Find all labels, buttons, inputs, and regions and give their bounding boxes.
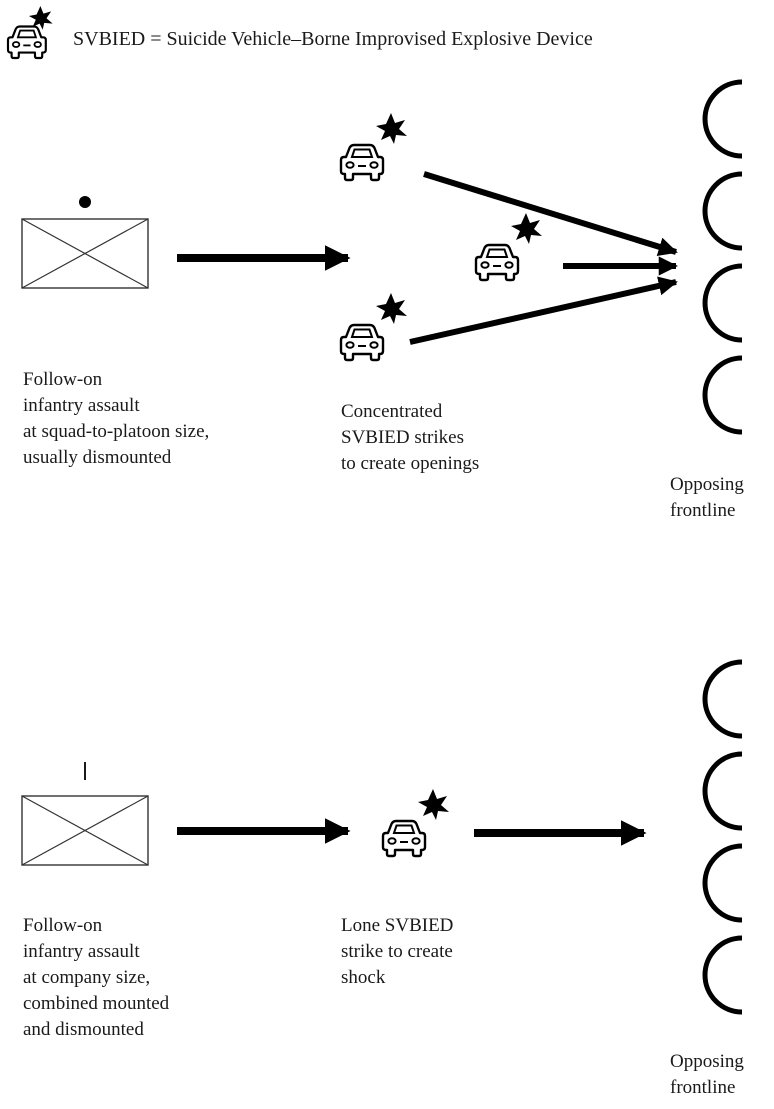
infantry-unit-symbol xyxy=(21,218,149,289)
strike-label-line: Concentrated xyxy=(341,401,443,422)
unit-label-line: Follow-on xyxy=(23,369,103,390)
opposing-frontline-bottom xyxy=(702,659,743,1015)
strike-label-line: shock xyxy=(341,967,386,988)
strike-label: Lone SVBIED strike to create shock xyxy=(341,913,453,991)
infantry-unit-symbol xyxy=(21,795,149,866)
strike-label-line: strike to create xyxy=(341,941,453,962)
unit-label-line: at squad-to-platoon size, xyxy=(23,421,210,442)
strike-label: Concentrated SVBIED strikes to create op… xyxy=(341,399,479,477)
squad-platoon-echelon-dot xyxy=(79,196,91,208)
frontline-label-line: frontline xyxy=(670,500,736,521)
svbied-icon-2 xyxy=(474,213,542,282)
frontline-label-line: Opposing xyxy=(670,474,744,495)
legend-text: SVBIED = Suicide Vehicle–Borne Improvise… xyxy=(73,28,593,50)
unit-label: Follow-on infantry assault at squad-to-p… xyxy=(23,367,209,471)
unit-label-line: usually dismounted xyxy=(23,447,172,468)
svbied-icon-3 xyxy=(339,293,407,362)
unit-label-line: infantry assault xyxy=(23,941,140,962)
unit-label-line: at company size, xyxy=(23,967,151,988)
unit-label-line: Follow-on xyxy=(23,915,103,936)
legend-svbied-icon xyxy=(6,6,53,60)
frontline-label: Opposing frontline xyxy=(670,1049,744,1101)
frontline-label-line: frontline xyxy=(670,1077,736,1098)
strike-label-line: Lone SVBIED xyxy=(341,915,454,936)
svbied-icon xyxy=(381,789,449,858)
strike-arrow-1 xyxy=(423,171,678,257)
opposing-frontline-top xyxy=(702,79,743,435)
unit-label-line: and dismounted xyxy=(23,1019,144,1040)
strike-arrow-3 xyxy=(409,276,678,345)
frontline-label: Opposing frontline xyxy=(670,472,744,524)
unit-label: Follow-on infantry assault at company si… xyxy=(23,913,169,1043)
unit-label-line: combined mounted xyxy=(23,993,170,1014)
strike-label-line: to create openings xyxy=(341,453,480,474)
svbied-icon-1 xyxy=(339,113,407,182)
unit-label-line: infantry assault xyxy=(23,395,140,416)
frontline-label-line: Opposing xyxy=(670,1051,744,1072)
strike-label-line: SVBIED strikes xyxy=(341,427,464,448)
